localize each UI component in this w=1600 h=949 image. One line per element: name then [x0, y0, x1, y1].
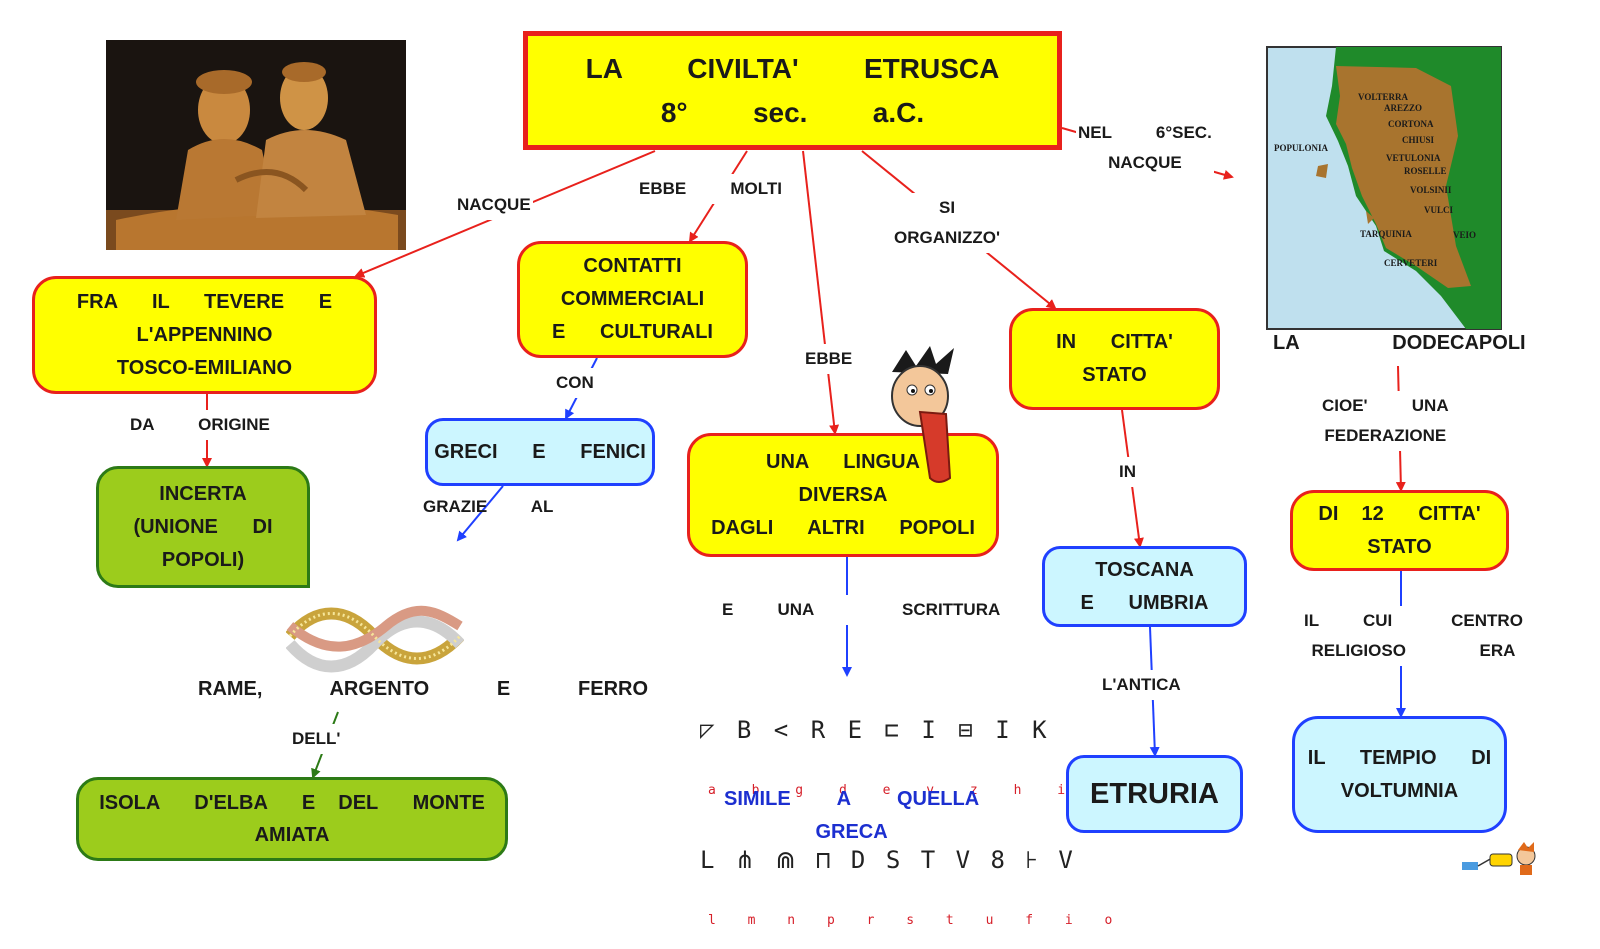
dodecapoli-map: [1266, 46, 1502, 330]
label-nacque: NACQUE: [455, 190, 533, 220]
node-greci-fenici: GRECI E FENICI: [425, 418, 655, 486]
label-metals: RAME, ARGENTO E FERRO: [198, 678, 649, 700]
label-ebbe: EBBE: [803, 344, 855, 374]
map-city-vetulonia: VETULONIA: [1386, 153, 1441, 163]
label-cioe: CIOE' UNA FEDERAZIONE: [1320, 391, 1451, 451]
map-city-cerveteri: CERVETERI: [1384, 258, 1438, 268]
mindmap-logo: [1462, 842, 1536, 875]
cartoon-tongue-character: [891, 346, 954, 483]
map-city-arezzo: AREZZO: [1384, 103, 1423, 113]
label-in: IN: [1117, 457, 1138, 487]
map-city-tarquinia: TARQUINIA: [1360, 229, 1412, 239]
map-city-volterra: VOLTERRA: [1358, 92, 1409, 102]
node-etruria: ETRURIA: [1066, 755, 1243, 833]
node-fra-il-tevere: FRA IL TEVERE E L'APPENNINO TOSCO-EMILIA…: [32, 276, 377, 394]
label-nel-6-sec: NEL 6°SEC. NACQUE: [1076, 118, 1214, 178]
label-ebbe-molti: EBBE MOLTI: [637, 174, 785, 204]
title-box: LA CIVILTA' ETRUSCA 8° sec. a.C.: [523, 31, 1062, 150]
alphabet-row2-upper: L ⋔ ⋒ ⊓ D S T V 8 ⊦ V: [700, 846, 1076, 874]
map-city-volsinii: VOLSINII: [1410, 185, 1452, 195]
alphabet-row1-upper: ◸ B < R E ⊏ I ⊟ I K: [700, 716, 1051, 744]
node-incerta: INCERTA (UNIONE DI POPOLI): [96, 466, 310, 588]
label-dell: DELL': [290, 724, 343, 754]
map-city-roselle: ROSELLE: [1404, 166, 1447, 176]
label-con: CON: [554, 368, 596, 398]
node-isola-elba: ISOLA D'ELBA E DEL MONTE AMIATA: [76, 777, 508, 861]
label-da-origine: DA ORIGINE: [128, 410, 272, 440]
label-la-dodecapoli: LA DODECAPOLI: [1273, 332, 1526, 354]
title-line-2: 8° sec. a.C.: [660, 96, 925, 128]
map-city-cortona: CORTONA: [1388, 119, 1434, 129]
map-city-veio: VEIO: [1453, 230, 1477, 240]
label-si-organizzo: SI ORGANIZZO': [892, 193, 1003, 253]
label-l-antica: L'ANTICA: [1100, 670, 1183, 700]
arrow-greci-grazie: [456, 485, 504, 542]
node-contatti: CONTATTI COMMERCIALI E CULTURALI: [517, 241, 748, 358]
map-city-populonia: POPULONIA: [1274, 143, 1328, 153]
map-city-chiusi: CHIUSI: [1402, 135, 1435, 145]
label-grazie-al: GRAZIE AL: [423, 497, 554, 516]
label-il-cui-centro: IL CUI CENTRO RELIGIOSO ERA: [1302, 606, 1525, 666]
title-line-1: LA CIVILTA' ETRUSCA: [585, 52, 1000, 84]
map-city-vulci: VULCI: [1424, 205, 1454, 215]
simile-greca-text: SIMILE A QUELLA GRECA: [724, 788, 980, 843]
node-tempio: IL TEMPIO DI VOLTUMNIA: [1292, 716, 1507, 833]
node-12-citta: DI 12 CITTA' STATO: [1290, 490, 1509, 571]
arrow-title-to-lingua: [802, 150, 840, 435]
node-toscana-umbria: TOSCANA E UMBRIA: [1042, 546, 1247, 627]
braided-ring-photo: [286, 605, 464, 673]
alphabet-row2-lower: l m n p r s t u f i o: [708, 913, 1125, 928]
sarcophagus-photo: [106, 40, 406, 250]
label-e-una-scrittura: E UNA SCRITTURA: [720, 595, 1003, 625]
node-citta-stato: IN CITTA' STATO: [1009, 308, 1220, 410]
